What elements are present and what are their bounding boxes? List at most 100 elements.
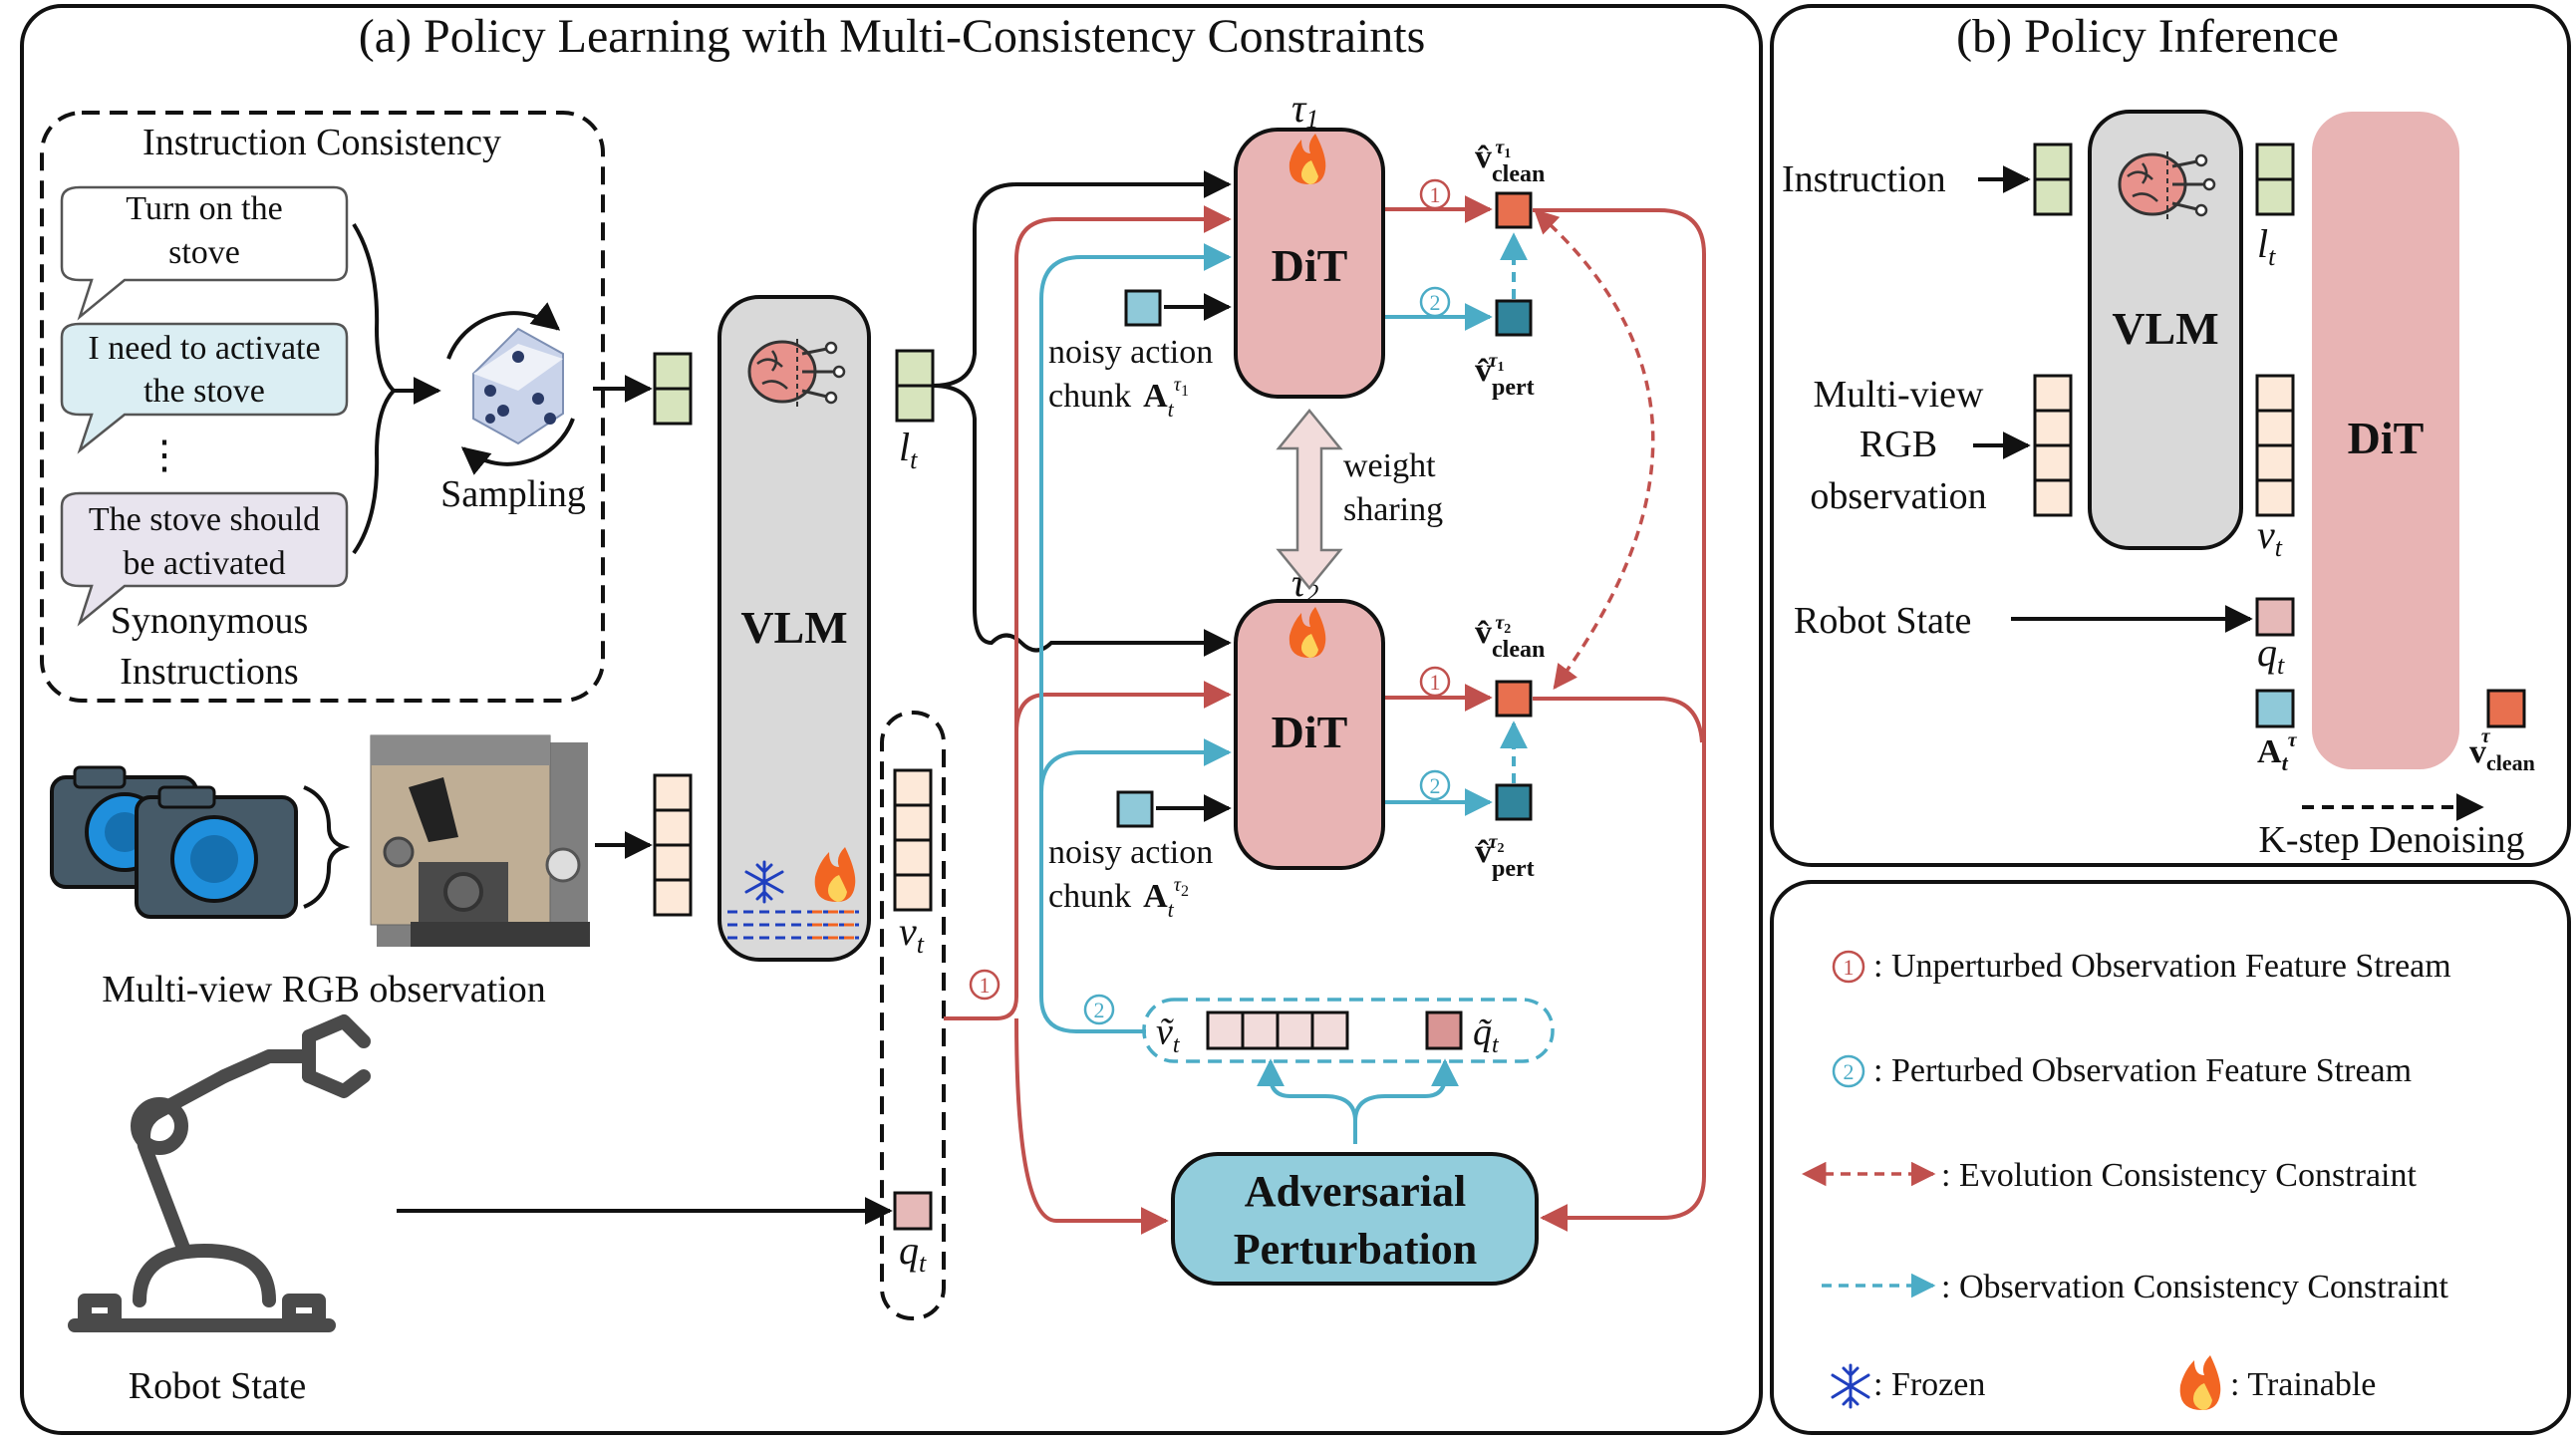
panel-b-frame: [1770, 4, 2571, 867]
legend-marker-1: [1832, 950, 1865, 984]
lt-label-b: lt: [2257, 221, 2276, 271]
legend-frame: [1770, 880, 2571, 1435]
v-pert-label-2: v̂pertτ2: [1475, 831, 1535, 882]
inference-instruction-label: Instruction: [1782, 158, 1946, 200]
vlm-label-b: VLM: [2112, 303, 2218, 354]
snowflake-icon-legend: [1831, 1363, 1870, 1409]
observation-tokens-b: [2033, 374, 2073, 517]
weight-sharing-line-2: sharing: [1343, 491, 1443, 528]
legend-marker-1-text: 1: [1844, 955, 1855, 980]
action-token-b: [2255, 689, 2295, 728]
stream-2-marker-c: [1083, 994, 1115, 1025]
adversarial-to-vt-arrow: [1257, 1058, 1357, 1144]
instruction-brace: [352, 222, 397, 555]
stream-1-marker-c-text: 1: [980, 973, 991, 998]
panel-a-frame: [20, 4, 1763, 1435]
clean-to-adversarial-arrow-2: [1533, 697, 1704, 743]
multiview-rgb-label: Multi-view RGB observation: [102, 969, 545, 1010]
dit-block-b: [2312, 112, 2459, 769]
v-pert-token-2: [1495, 783, 1533, 821]
instruction-bubble-2: I need to activate the stove: [60, 322, 349, 454]
qt-token: [893, 1191, 933, 1231]
dice-icon: [446, 302, 575, 475]
weight-sharing-line-1: weight: [1343, 447, 1436, 484]
bubble-3-line-1: The stove should: [89, 501, 320, 538]
stream-2-marker-a: [1419, 286, 1451, 318]
lt-to-dit1-arrow: [932, 170, 1232, 388]
instruction-bubble-1: Turn on the stove: [60, 185, 349, 321]
bubble-ellipsis: ⋮: [144, 433, 184, 477]
v-clean-label-b: vcleanτ: [2469, 725, 2535, 775]
v-clean-token-1: [1495, 191, 1533, 229]
lt-to-dit2-arrow: [932, 384, 1232, 657]
synonymous-label-line-2: Instructions: [120, 651, 298, 693]
noisy-action-1-line-1: noisy action: [1048, 334, 1213, 371]
inference-multiview-line-1: Multi-view: [1814, 374, 1985, 416]
stream-1-marker-a: [1419, 178, 1451, 210]
perturbed-feature-box: [1142, 998, 1555, 1063]
perturbed-vt-tokens: [1206, 1010, 1349, 1050]
v-clean-token-b: [2486, 689, 2526, 728]
legend-item-1-text: : Unperturbed Observation Feature Stream: [1873, 948, 2451, 985]
vt-tilde-label: ṽt: [1156, 1011, 1181, 1058]
stream-2-marker-b-text: 2: [1430, 773, 1441, 798]
flame-icon-dit1: [1288, 134, 1326, 184]
brain-icon-a: [747, 339, 846, 409]
camera-brace: [303, 785, 351, 909]
noisy-action-token-1: [1124, 289, 1162, 327]
stream-1-marker-c: [969, 969, 1001, 1001]
stream-1-marker-a-text: 1: [1430, 182, 1441, 207]
instruction-token-b: [2033, 143, 2073, 216]
noisy-action-2-line-1: noisy action: [1048, 834, 1213, 871]
legend-frozen-text: : Frozen: [1873, 1366, 1985, 1403]
v-pert-token-1: [1495, 299, 1533, 337]
vt-tokens-b: [2255, 374, 2295, 517]
stream-1-marker-b: [1419, 666, 1451, 698]
adversarial-perturbation-block: [1171, 1152, 1539, 1286]
bubble-2-line-2: the stove: [143, 373, 265, 410]
lt-label: lt: [899, 425, 918, 474]
sampled-language-token: [653, 352, 693, 426]
v-clean-label-1: v̂cleanτ1: [1475, 137, 1545, 187]
bubble-1-line-1: Turn on the: [126, 190, 282, 227]
adversarial-to-qt-arrow: [1353, 1058, 1459, 1122]
stream-1-marker-b-text: 1: [1430, 670, 1441, 695]
vlm-layer-lines: [727, 910, 859, 940]
clean-to-adversarial-arrow-1: [1533, 208, 1706, 1232]
v-clean-label-2: v̂cleanτ2: [1475, 612, 1545, 663]
bubble-1-line-2: stove: [168, 234, 240, 271]
rgb-observation-image: [370, 734, 590, 947]
synonymous-label-line-1: Synonymous: [111, 600, 308, 642]
bubble-2-line-1: I need to activate: [88, 330, 320, 367]
perturbed-qt-token: [1425, 1010, 1463, 1050]
k-step-label: K-step Denoising: [2258, 819, 2524, 861]
camera-icon: [50, 765, 298, 919]
dit-label-2: DiT: [1272, 707, 1348, 757]
observation-tokens-input: [653, 773, 693, 917]
tau1-label: τ1: [1291, 86, 1318, 134]
adversarial-line-2: Perturbation: [1234, 1225, 1477, 1274]
noisy-action-token-2: [1116, 790, 1154, 828]
flame-icon-vlm: [814, 847, 856, 902]
qt-token-b: [2255, 597, 2295, 637]
lt-token: [895, 349, 935, 423]
stream-2-marker-b: [1419, 769, 1451, 801]
evolution-consistency-arrow: [1534, 208, 1655, 690]
stream1-to-dit2-arrow: [1014, 681, 1232, 733]
inference-robot-state-label: Robot State: [1794, 600, 1971, 642]
legend-marker-2: [1832, 1054, 1865, 1088]
instruction-consistency-title: Instruction Consistency: [143, 122, 501, 163]
dit-label-1: DiT: [1272, 240, 1348, 291]
legend-item-4-text: : Observation Consistency Constraint: [1941, 1269, 2449, 1305]
action-label-b: Atτ: [2257, 729, 2298, 775]
instruction-consistency-box: [40, 111, 605, 703]
vt-label-b: vt: [2257, 512, 2283, 562]
legend-marker-2-text: 2: [1844, 1059, 1855, 1084]
robot-arm-icon: [68, 1014, 371, 1332]
brain-icon-b: [2118, 151, 2216, 221]
bubble-3-line-2: be activated: [123, 545, 285, 582]
instruction-bubble-3: The stove should be activated: [60, 491, 349, 627]
dit-block-1: [1234, 128, 1385, 399]
stream-2-marker-a-text: 2: [1430, 290, 1441, 315]
